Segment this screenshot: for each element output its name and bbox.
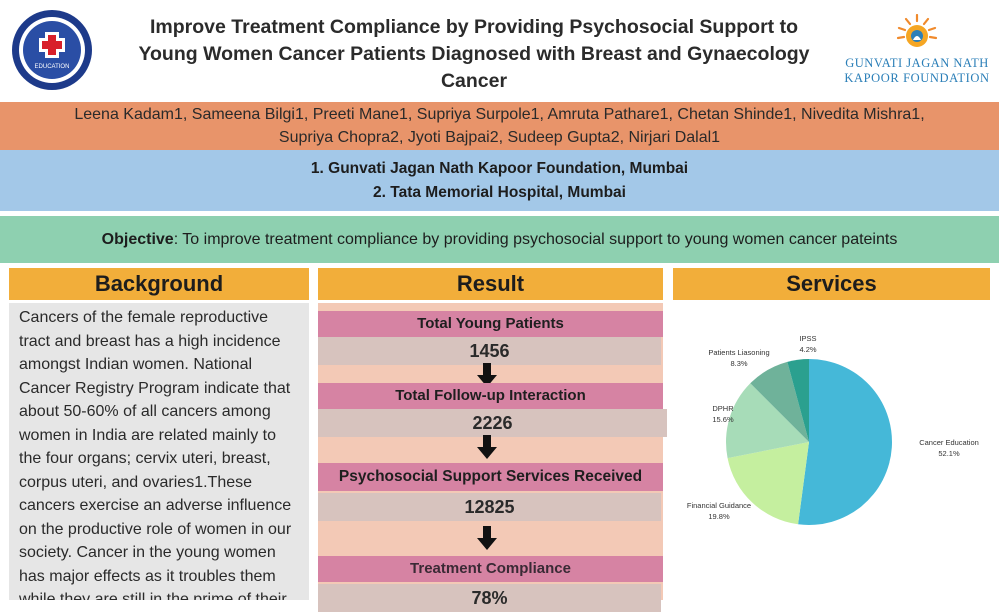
poster-title: Improve Treatment Compliance by Providin… bbox=[104, 14, 844, 95]
pie-slice-dphr bbox=[726, 383, 809, 459]
tata-memorial-logo: EDUCATION bbox=[10, 8, 94, 92]
arrow-down-icon bbox=[477, 363, 497, 387]
pie-label-category: DPHR bbox=[712, 404, 734, 413]
background-text: Cancers of the female reproductive tract… bbox=[9, 303, 309, 600]
pie-slice-cancer-education bbox=[798, 359, 893, 525]
pie-label-percent: 15.6% bbox=[712, 415, 734, 424]
logo-text: EDUCATION bbox=[35, 64, 70, 70]
arrow-down-icon bbox=[477, 526, 497, 550]
result-value-4: 78% bbox=[318, 584, 661, 612]
pie-label-category: Cancer Education bbox=[919, 438, 979, 447]
foundation-name-line-2: KAPOOR FOUNDATION bbox=[844, 71, 990, 85]
pie-slice-ipss bbox=[787, 359, 809, 442]
result-value-1: 1456 bbox=[318, 337, 661, 365]
services-pie-chart: Cancer Education 52.1% Financial Guidance 1… bbox=[687, 334, 979, 525]
foundation-name-line-1: GUNVATI JAGAN NATH bbox=[845, 56, 989, 70]
authors-band: Leena Kadam1, Sameena Bilgi1, Preeti Man… bbox=[0, 102, 999, 150]
affiliation-1: 1. Gunvati Jagan Nath Kapoor Foundation,… bbox=[310, 160, 689, 177]
pie-label-percent: 52.1% bbox=[938, 449, 960, 458]
title-line-3: Cancer bbox=[440, 70, 508, 92]
pie-label-percent: 19.8% bbox=[708, 512, 730, 521]
arrow-down-icon bbox=[477, 435, 497, 459]
result-label-4: Treatment Compliance bbox=[318, 556, 663, 582]
services-heading: Services bbox=[673, 268, 990, 300]
affiliation-2: 2. Tata Memorial Hospital, Mumbai bbox=[373, 184, 626, 201]
pie-label-category: Financial Guidance bbox=[687, 501, 751, 510]
background-heading: Background bbox=[9, 268, 309, 300]
pie-label-category: Patients Liasoning bbox=[708, 348, 769, 357]
objective-label: Objective bbox=[101, 231, 174, 248]
result-heading: Result bbox=[318, 268, 663, 300]
pie-slice-financial-guidance bbox=[727, 442, 809, 525]
pie-slice-patients-liasoning bbox=[750, 361, 809, 442]
result-value-2: 2226 bbox=[318, 409, 667, 437]
objective-band: Objective: To improve treatment complian… bbox=[0, 216, 999, 263]
result-label-2: Total Follow-up Interaction bbox=[318, 383, 663, 409]
affiliations-band: 1. Gunvati Jagan Nath Kapoor Foundation,… bbox=[0, 150, 999, 211]
result-label-3: Psychosocial Support Services Received bbox=[318, 463, 663, 491]
authors-line-1: Leena Kadam1, Sameena Bilgi1, Preeti Man… bbox=[74, 106, 925, 123]
title-line-1: Improve Treatment Compliance by Providin… bbox=[150, 16, 798, 38]
pie-label-category: IPSS bbox=[799, 334, 816, 343]
authors-line-2: Supriya Chopra2, Jyoti Bajpai2, Sudeep G… bbox=[278, 129, 721, 146]
sun-emblem-icon bbox=[896, 13, 938, 47]
pie-label-percent: 8.3% bbox=[730, 359, 747, 368]
title-line-2: Young Women Cancer Patients Diagnosed wi… bbox=[138, 43, 810, 65]
result-label-1: Total Young Patients bbox=[318, 311, 663, 337]
gjnk-foundation-logo: GUNVATI JAGAN NATH KAPOOR FOUNDATION bbox=[842, 13, 992, 89]
objective-text: : To improve treatment compliance by pro… bbox=[173, 231, 898, 248]
result-value-3: 12825 bbox=[318, 493, 661, 521]
pie-label-percent: 4.2% bbox=[799, 345, 816, 354]
